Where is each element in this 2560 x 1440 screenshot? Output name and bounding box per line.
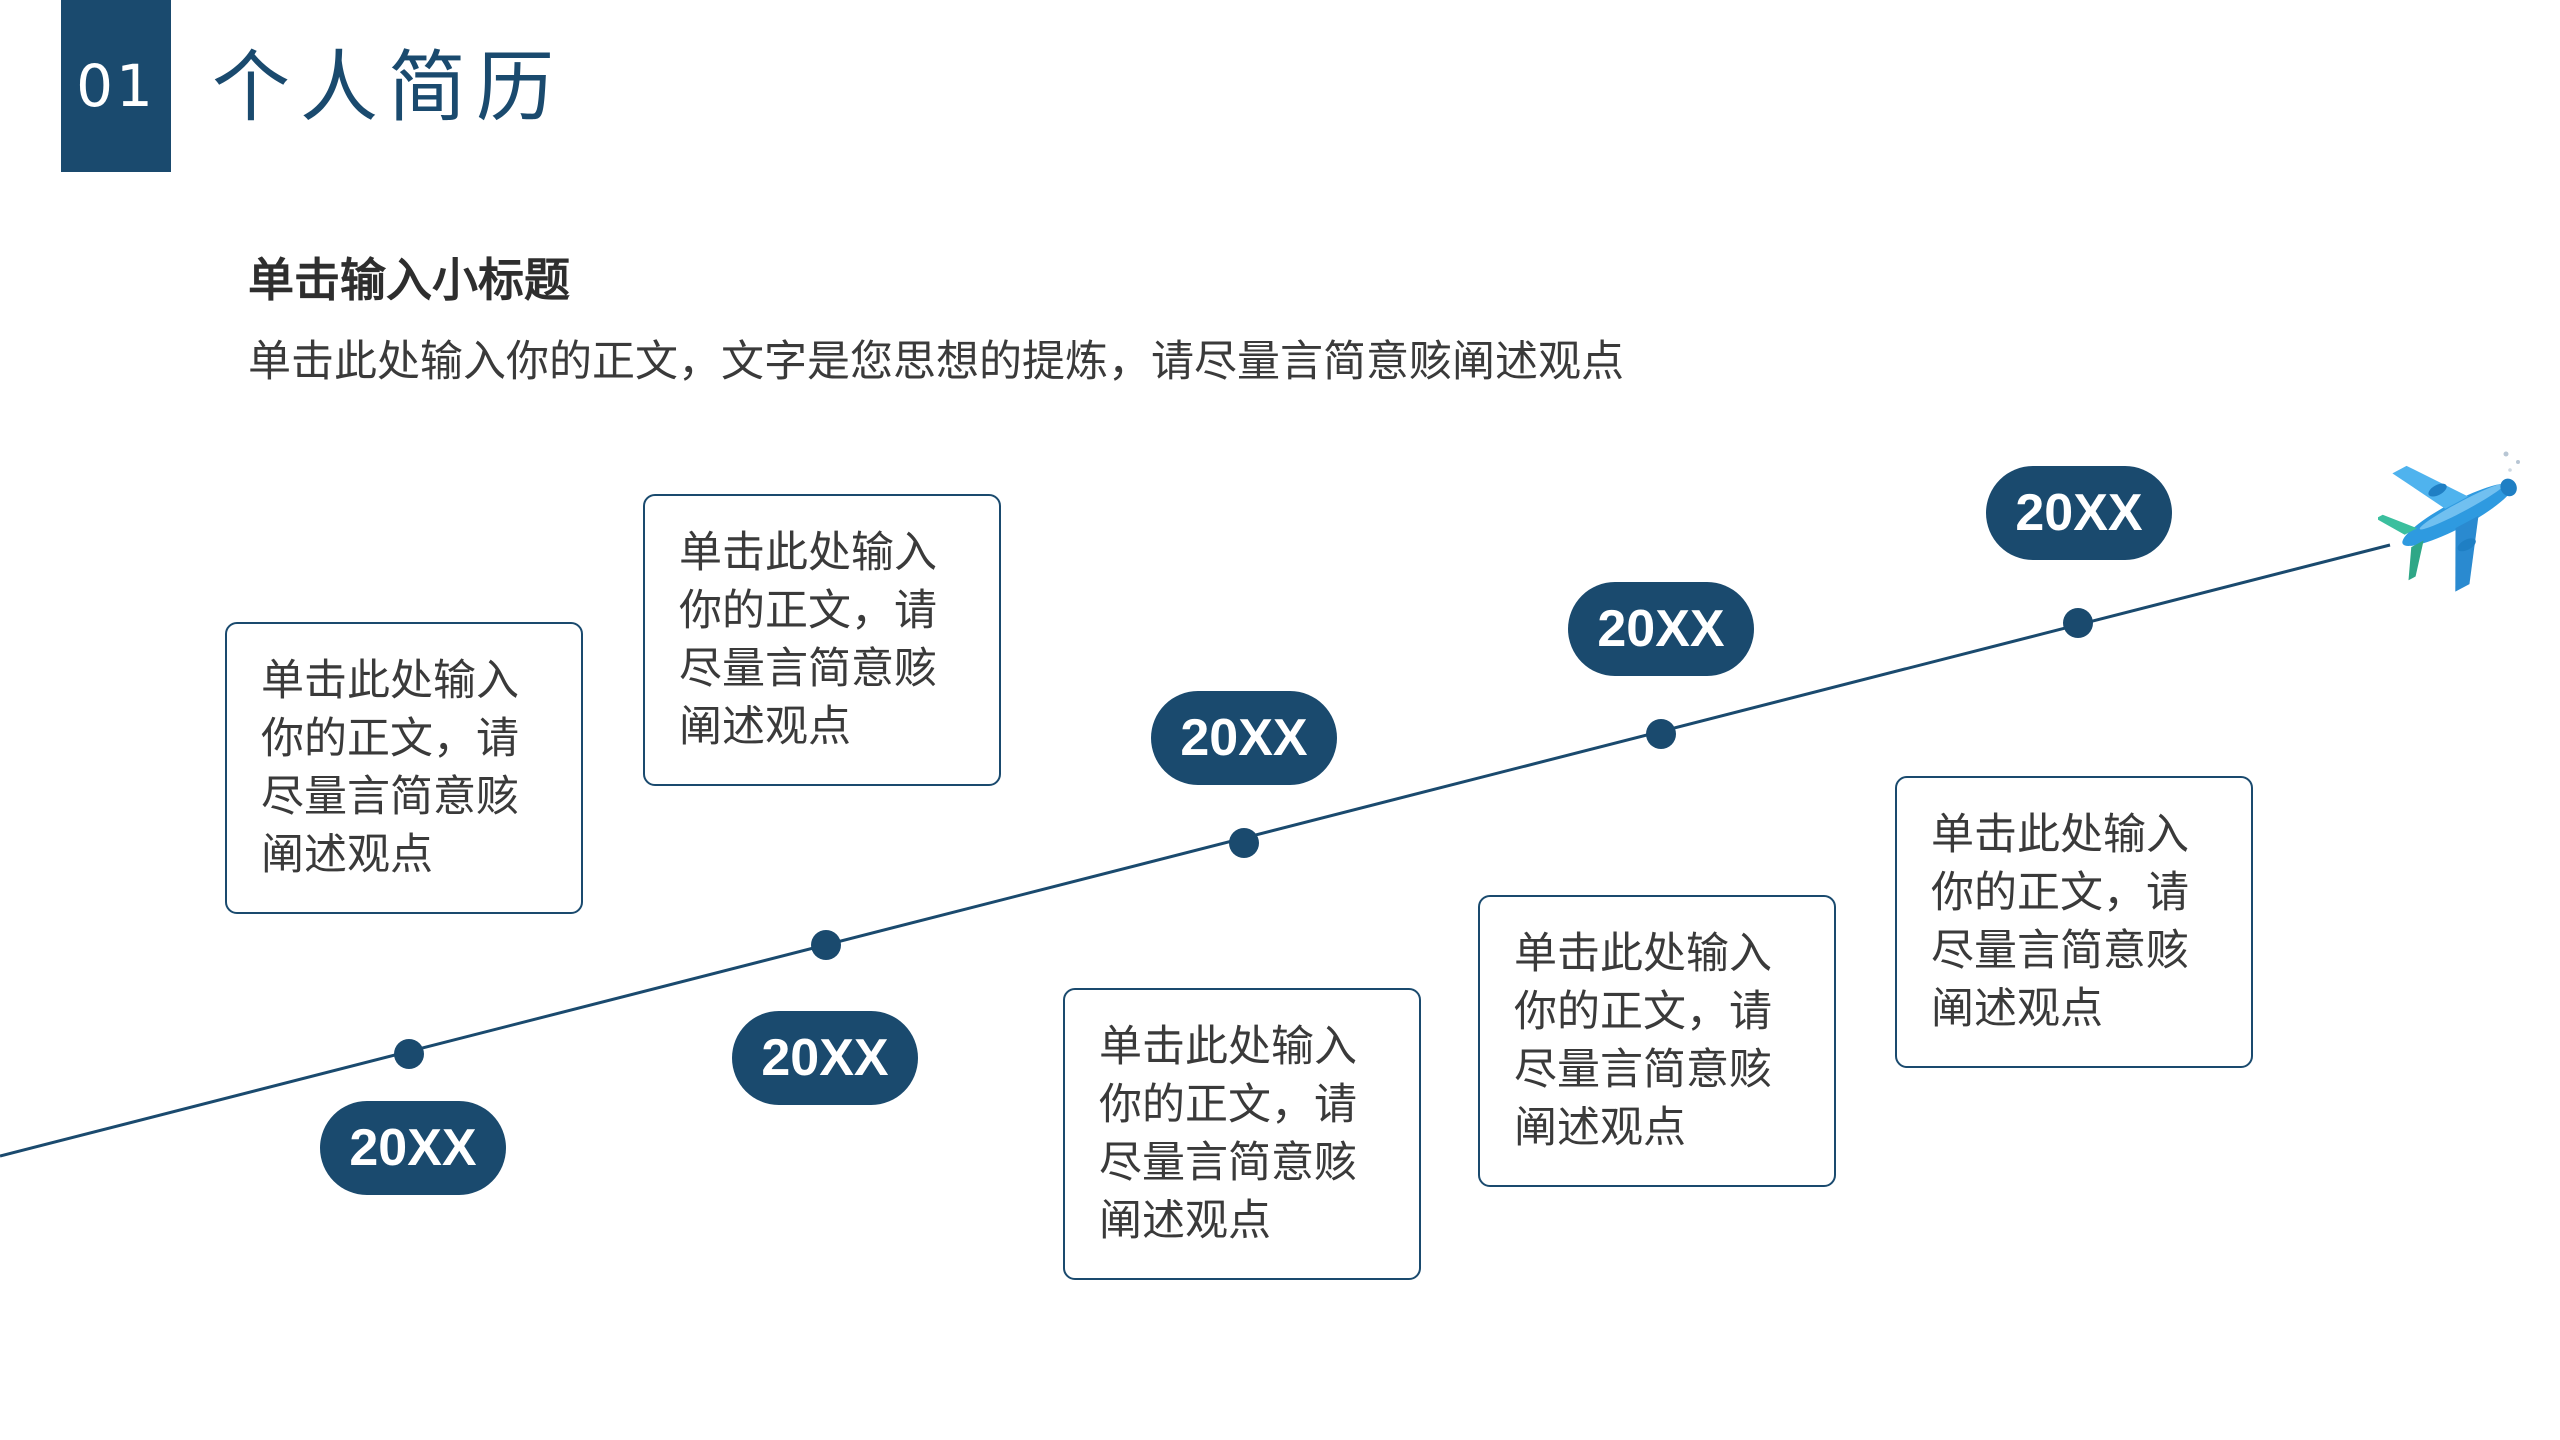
year-pill[interactable]: 20XX (732, 1011, 918, 1105)
milestone-text: 单击此处输入你的正文，请尽量言简意赅阐述观点 (1099, 1022, 1357, 1246)
timeline-dot (811, 930, 841, 960)
timeline-dot (1646, 719, 1676, 749)
milestone-text: 单击此处输入你的正文，请尽量言简意赅阐述观点 (1514, 929, 1772, 1153)
milestone-card[interactable]: 单击此处输入你的正文，请尽量言简意赅阐述观点 (1478, 895, 1836, 1187)
year-pill[interactable]: 20XX (1568, 582, 1754, 676)
timeline-dot (394, 1039, 424, 1069)
year-pill[interactable]: 20XX (1151, 691, 1337, 785)
year-pill[interactable]: 20XX (1986, 466, 2172, 560)
milestone-card[interactable]: 单击此处输入你的正文，请尽量言简意赅阐述观点 (225, 622, 583, 914)
airplane-icon (2378, 451, 2520, 592)
section-number: 01 (61, 0, 171, 172)
timeline-dot (2063, 608, 2093, 638)
subtitle[interactable]: 单击输入小标题 (248, 253, 570, 307)
year-pill[interactable]: 20XX (320, 1101, 506, 1195)
milestone-text: 单击此处输入你的正文，请尽量言简意赅阐述观点 (261, 656, 519, 880)
milestone-card[interactable]: 单击此处输入你的正文，请尽量言简意赅阐述观点 (1895, 776, 2253, 1068)
milestone-card[interactable]: 单击此处输入你的正文，请尽量言简意赅阐述观点 (643, 494, 1001, 786)
milestone-text: 单击此处输入你的正文，请尽量言简意赅阐述观点 (679, 528, 937, 752)
milestone-card[interactable]: 单击此处输入你的正文，请尽量言简意赅阐述观点 (1063, 988, 1421, 1280)
intro-text[interactable]: 单击此处输入你的正文，文字是您思想的提炼，请尽量言简意赅阐述观点 (248, 337, 1624, 387)
timeline-dot (1229, 828, 1259, 858)
milestone-text: 单击此处输入你的正文，请尽量言简意赅阐述观点 (1931, 810, 2189, 1034)
page-title: 个人简历 (212, 43, 565, 133)
